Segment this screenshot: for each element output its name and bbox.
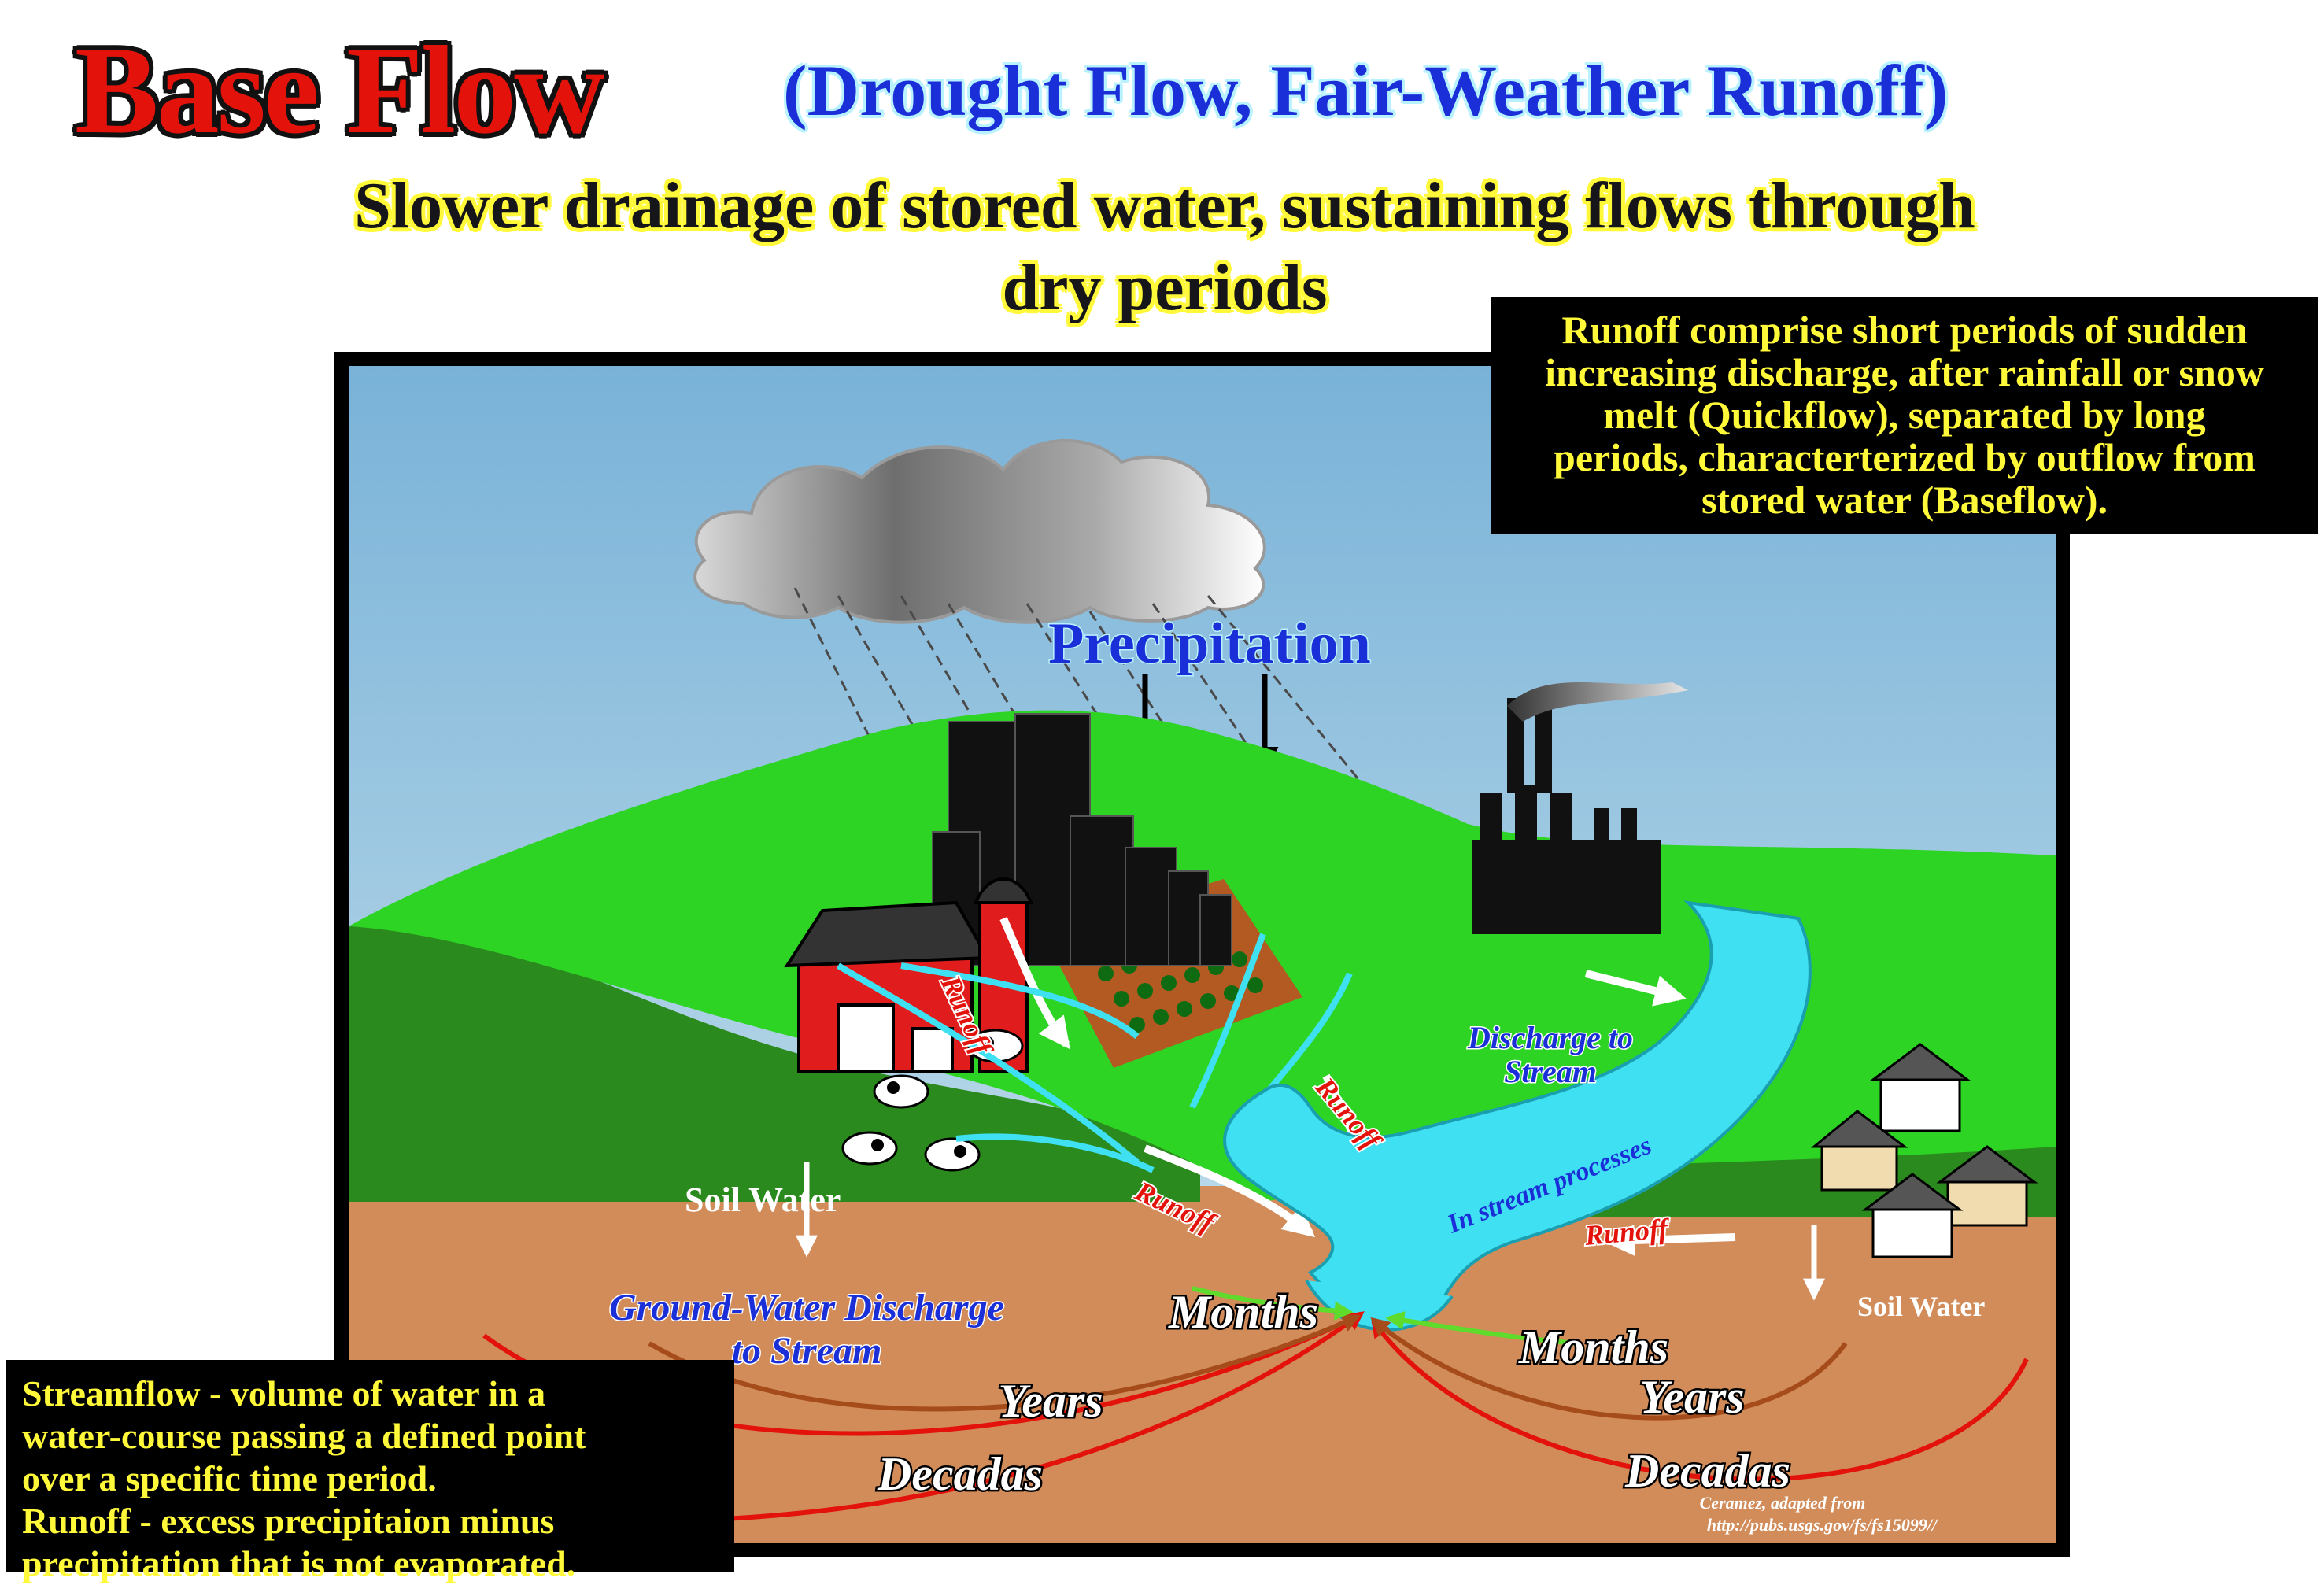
- groundwater-flow-arcs: [361, 1286, 2029, 1524]
- definition-line: precipitation that is not evaporated.: [22, 1543, 576, 1583]
- factory: [1472, 682, 1688, 934]
- streamflow-definition-box: Streamflow - volume of water in a water-…: [6, 1360, 734, 1583]
- tagline: Slower drainage of stored water, sustain…: [142, 165, 2188, 329]
- runoff-label: Runoff: [1583, 1213, 1671, 1251]
- hydrologic-cycle-diagram: Precipitation: [334, 352, 2070, 1557]
- runoff-box-line: Runoff comprise short periods of sudden: [1561, 308, 2248, 352]
- precipitation-label: Precipitation: [1048, 611, 1371, 676]
- definition-line: water-course passing a defined point: [22, 1416, 586, 1456]
- definition-line: over a specific time period.: [22, 1458, 437, 1498]
- runoff-box-line: stored water (Baseflow).: [1701, 478, 2108, 522]
- months-label: Months: [1168, 1286, 1318, 1338]
- soil-water-label: Soil Water: [685, 1180, 841, 1219]
- discharge-label: Stream: [1504, 1054, 1597, 1089]
- runoff-box-line: melt (Quickflow), separated by long: [1603, 393, 2206, 437]
- groundwater-discharge-label: Ground-Water Discharge: [609, 1287, 1004, 1328]
- dark-grass-left: [349, 922, 1200, 1202]
- discharge-label: Discharge to: [1467, 1020, 1633, 1055]
- soil-water-label: Soil Water: [1857, 1291, 1985, 1322]
- decadas-label: Decadas: [1624, 1445, 1790, 1497]
- stream: [1223, 900, 1812, 1321]
- groundwater-discharge-label: to Stream: [732, 1330, 882, 1372]
- runoff-box-line: increasing discharge, after rainfall or …: [1545, 350, 2264, 394]
- credit-line: Ceramez, adapted from: [1700, 1493, 1866, 1513]
- decadas-label: Decadas: [877, 1448, 1043, 1500]
- years-label: Years: [1639, 1371, 1744, 1423]
- runoff-definition-box: Runoff comprise short periods of sudden …: [1491, 297, 2318, 534]
- rain-cloud: [693, 438, 1266, 624]
- page-title: Base Flow: [75, 20, 605, 160]
- credit-line: http://pubs.usgs.gov/fs/fs15099//: [1707, 1515, 1938, 1535]
- barn: [784, 877, 1033, 1073]
- years-label: Years: [998, 1375, 1103, 1427]
- houses: [1810, 1043, 2038, 1258]
- page-subtitle: (Drought Flow, Fair-Weather Runoff): [783, 50, 1949, 131]
- runoff-box-line: periods, characterterized by outflow fro…: [1554, 435, 2256, 479]
- definition-line: Streamflow - volume of water in a: [22, 1373, 546, 1413]
- tagline-line-1: Slower drainage of stored water, sustain…: [354, 169, 1975, 242]
- definition-line: Runoff - excess precipitaion minus: [22, 1501, 555, 1541]
- months-label: Months: [1518, 1321, 1668, 1373]
- tagline-line-2: dry periods: [1002, 251, 1328, 324]
